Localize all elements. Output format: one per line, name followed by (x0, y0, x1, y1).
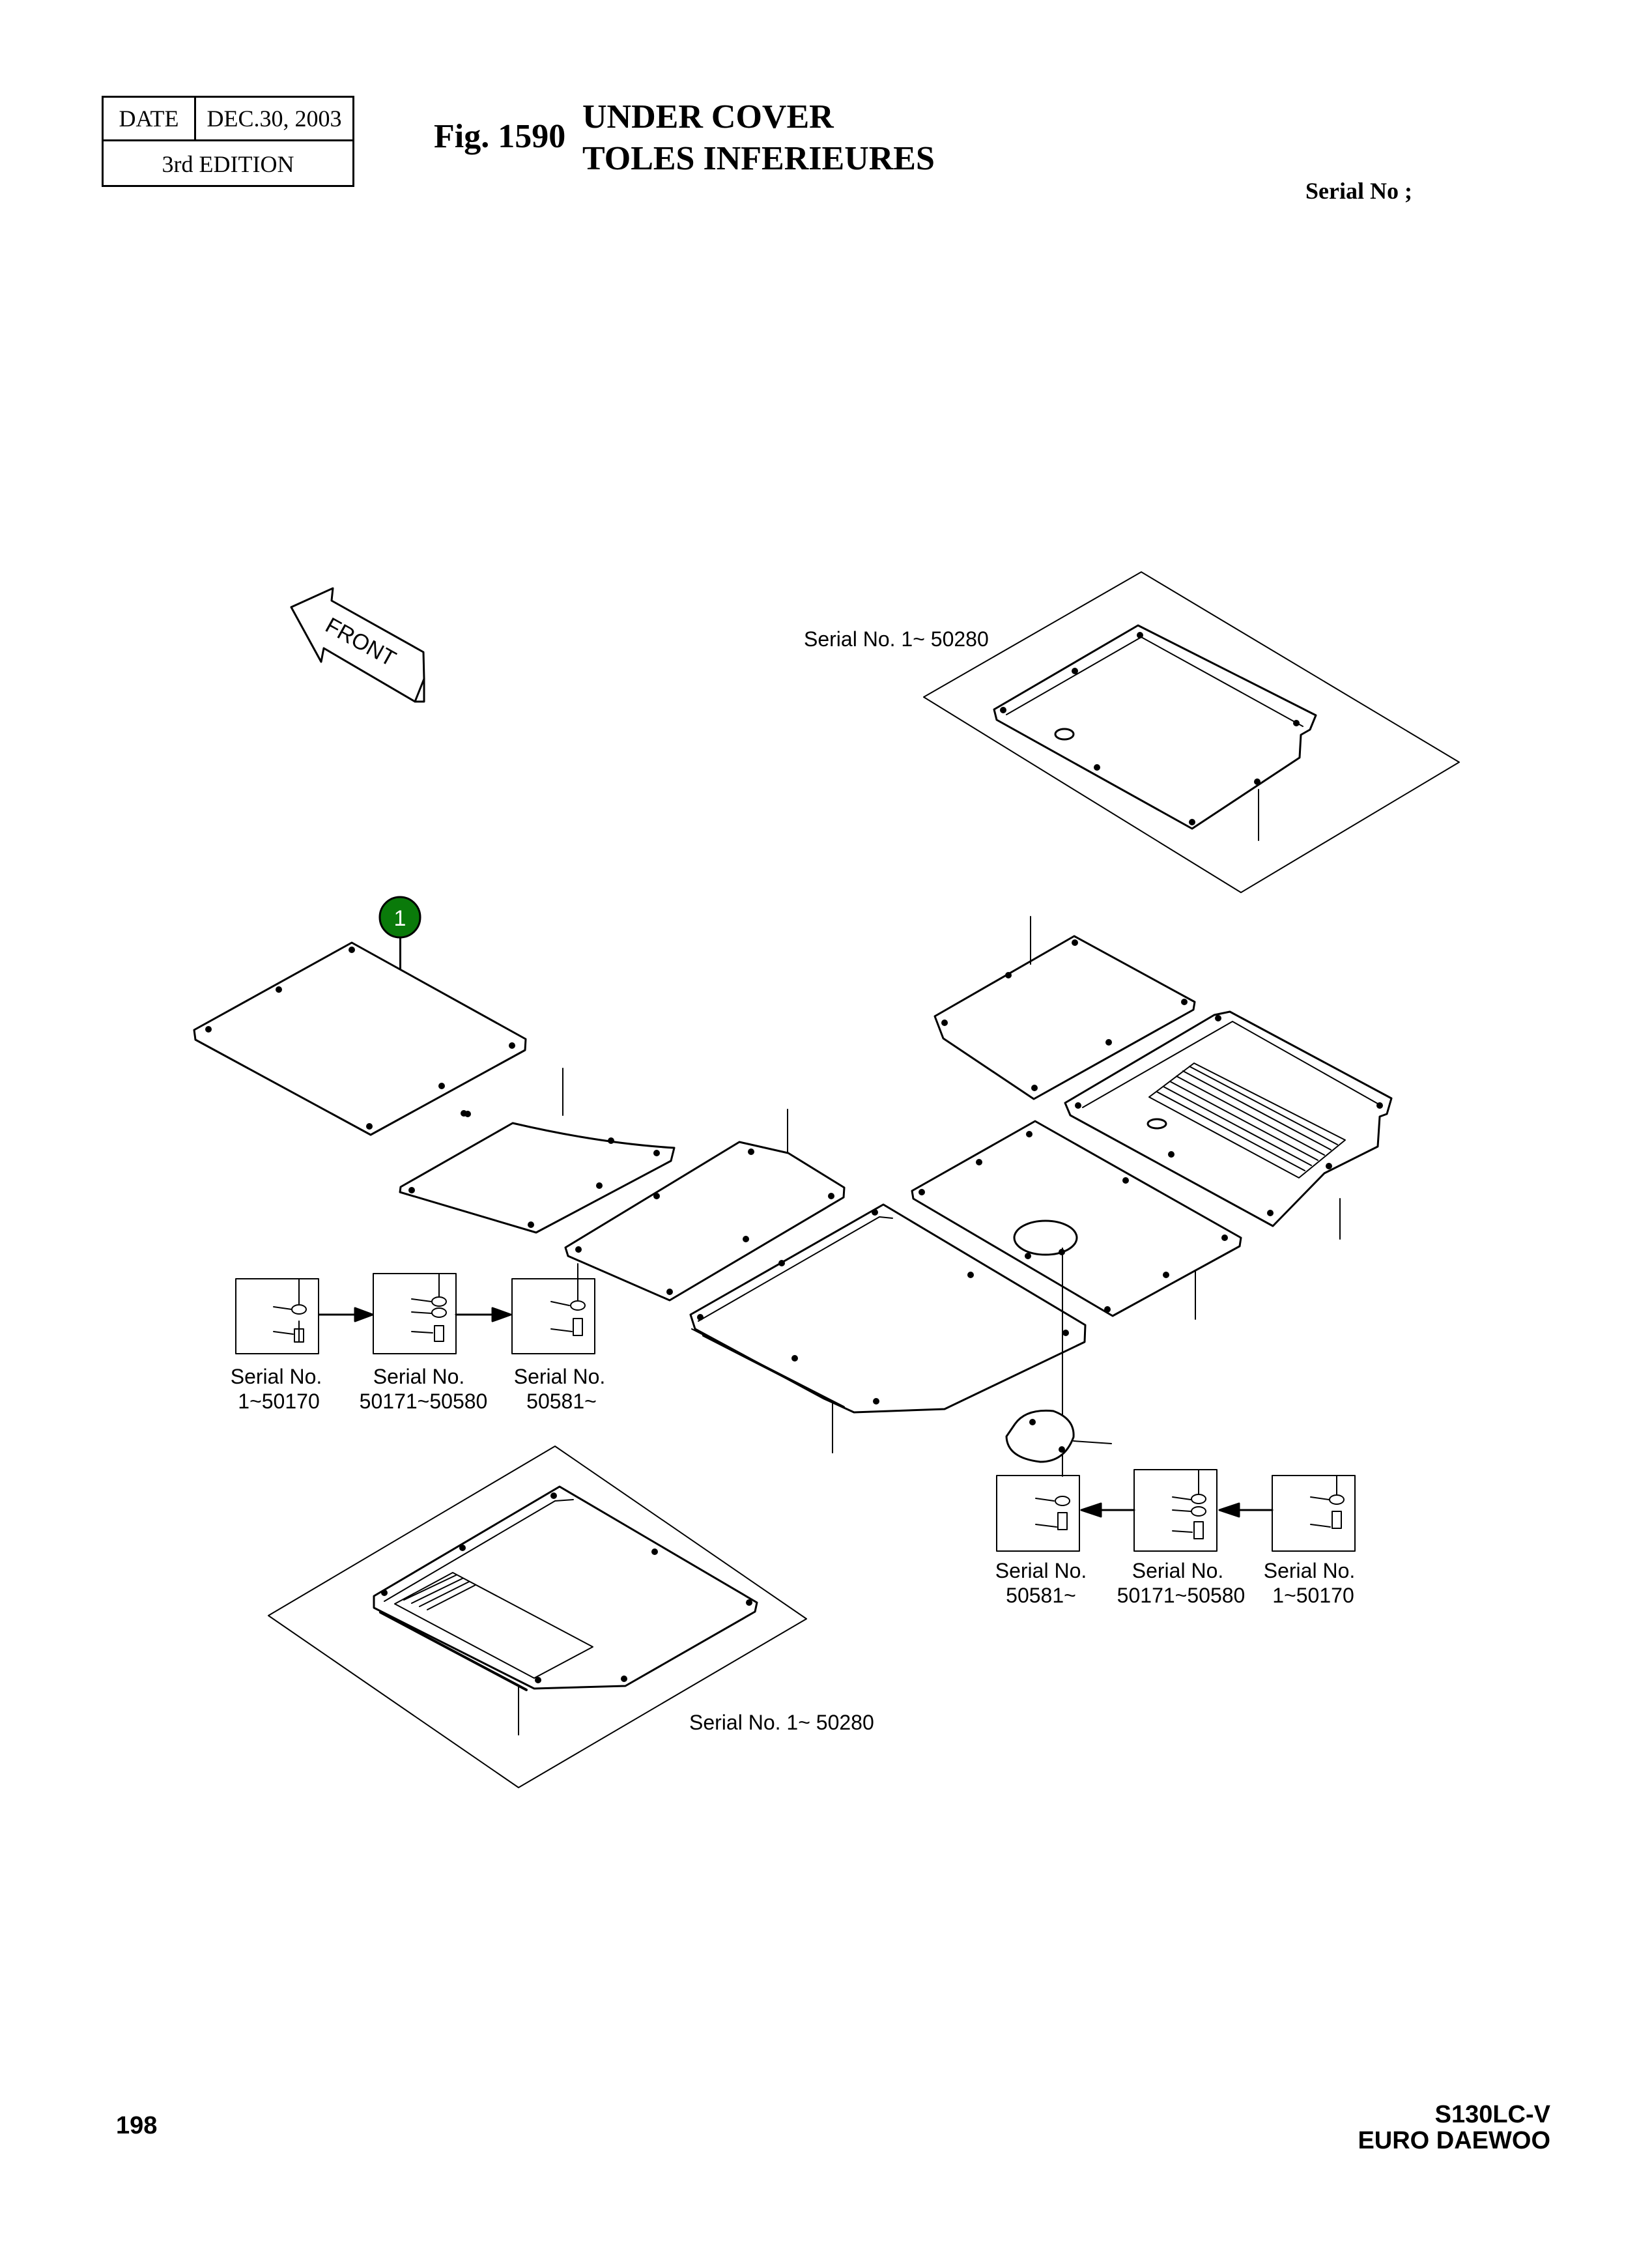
left-bolt-label-1-line2: 1~50170 (238, 1390, 319, 1413)
serial-number-heading: Serial No ; (1305, 178, 1412, 204)
left-bolt-label-2-line2: 50171~50580 (360, 1390, 488, 1413)
edition-label: 3rd EDITION (162, 151, 294, 177)
inset-bottom-left (268, 1446, 807, 1788)
inset-top-serial-label: Serial No. 1~ 50280 (804, 627, 989, 651)
date-value: DEC.30, 2003 (206, 106, 342, 132)
date-label: DATE (104, 98, 196, 139)
figure-number: Fig. 1590 (434, 118, 566, 155)
left-bolt-label-3-line1: Serial No. (514, 1365, 606, 1388)
title-english: UNDER COVER (582, 98, 834, 136)
front-direction-arrow-icon (290, 587, 425, 703)
callout-number: 1 (394, 906, 406, 931)
plate-middle-left (564, 1109, 846, 1302)
date-row: DATE DEC.30, 2003 (104, 98, 352, 141)
plate-louvered (1064, 1010, 1393, 1240)
model-name: S130LC-V (1434, 2101, 1550, 2128)
plate-front-left (193, 928, 527, 1136)
inset-top-right (923, 571, 1460, 893)
left-bolt-label-1-line1: Serial No. (231, 1365, 322, 1388)
right-bolt-sequence (996, 1469, 1356, 1552)
left-bolt-sequence (235, 1263, 595, 1354)
right-bolt-label-3-line1: Serial No. (1264, 1559, 1356, 1582)
model-block: S130LC-V EURO DAEWOO (1358, 2102, 1550, 2154)
inset-bottom-serial-label: Serial No. 1~ 50280 (689, 1711, 874, 1734)
bolt-holes (205, 632, 1383, 1683)
date-edition-box: DATE DEC.30, 2003 3rd EDITION (102, 96, 354, 187)
page-number: 198 (116, 2112, 158, 2139)
plate-with-hole (911, 1120, 1242, 1477)
plate-center-large (689, 1203, 1087, 1453)
left-bolt-label-3-line2: 50581~ (526, 1390, 597, 1413)
callout-item-1: 1 (378, 896, 421, 969)
right-bolt-label-1-line2: 50581~ (1006, 1584, 1076, 1607)
left-bolt-label-2-line1: Serial No. (373, 1365, 465, 1388)
right-bolt-label-1-line1: Serial No. (995, 1559, 1087, 1582)
right-bolt-label-2-line1: Serial No. (1132, 1559, 1224, 1582)
small-round-cover (1005, 1409, 1112, 1463)
right-bolt-label-3-line2: 1~50170 (1272, 1584, 1354, 1607)
title-french: TOLES INFERIEURES (582, 140, 935, 177)
brand-name: EURO DAEWOO (1358, 2127, 1550, 2154)
right-bolt-label-2-line2: 50171~50580 (1117, 1584, 1246, 1607)
plate-right-upper (933, 916, 1196, 1100)
